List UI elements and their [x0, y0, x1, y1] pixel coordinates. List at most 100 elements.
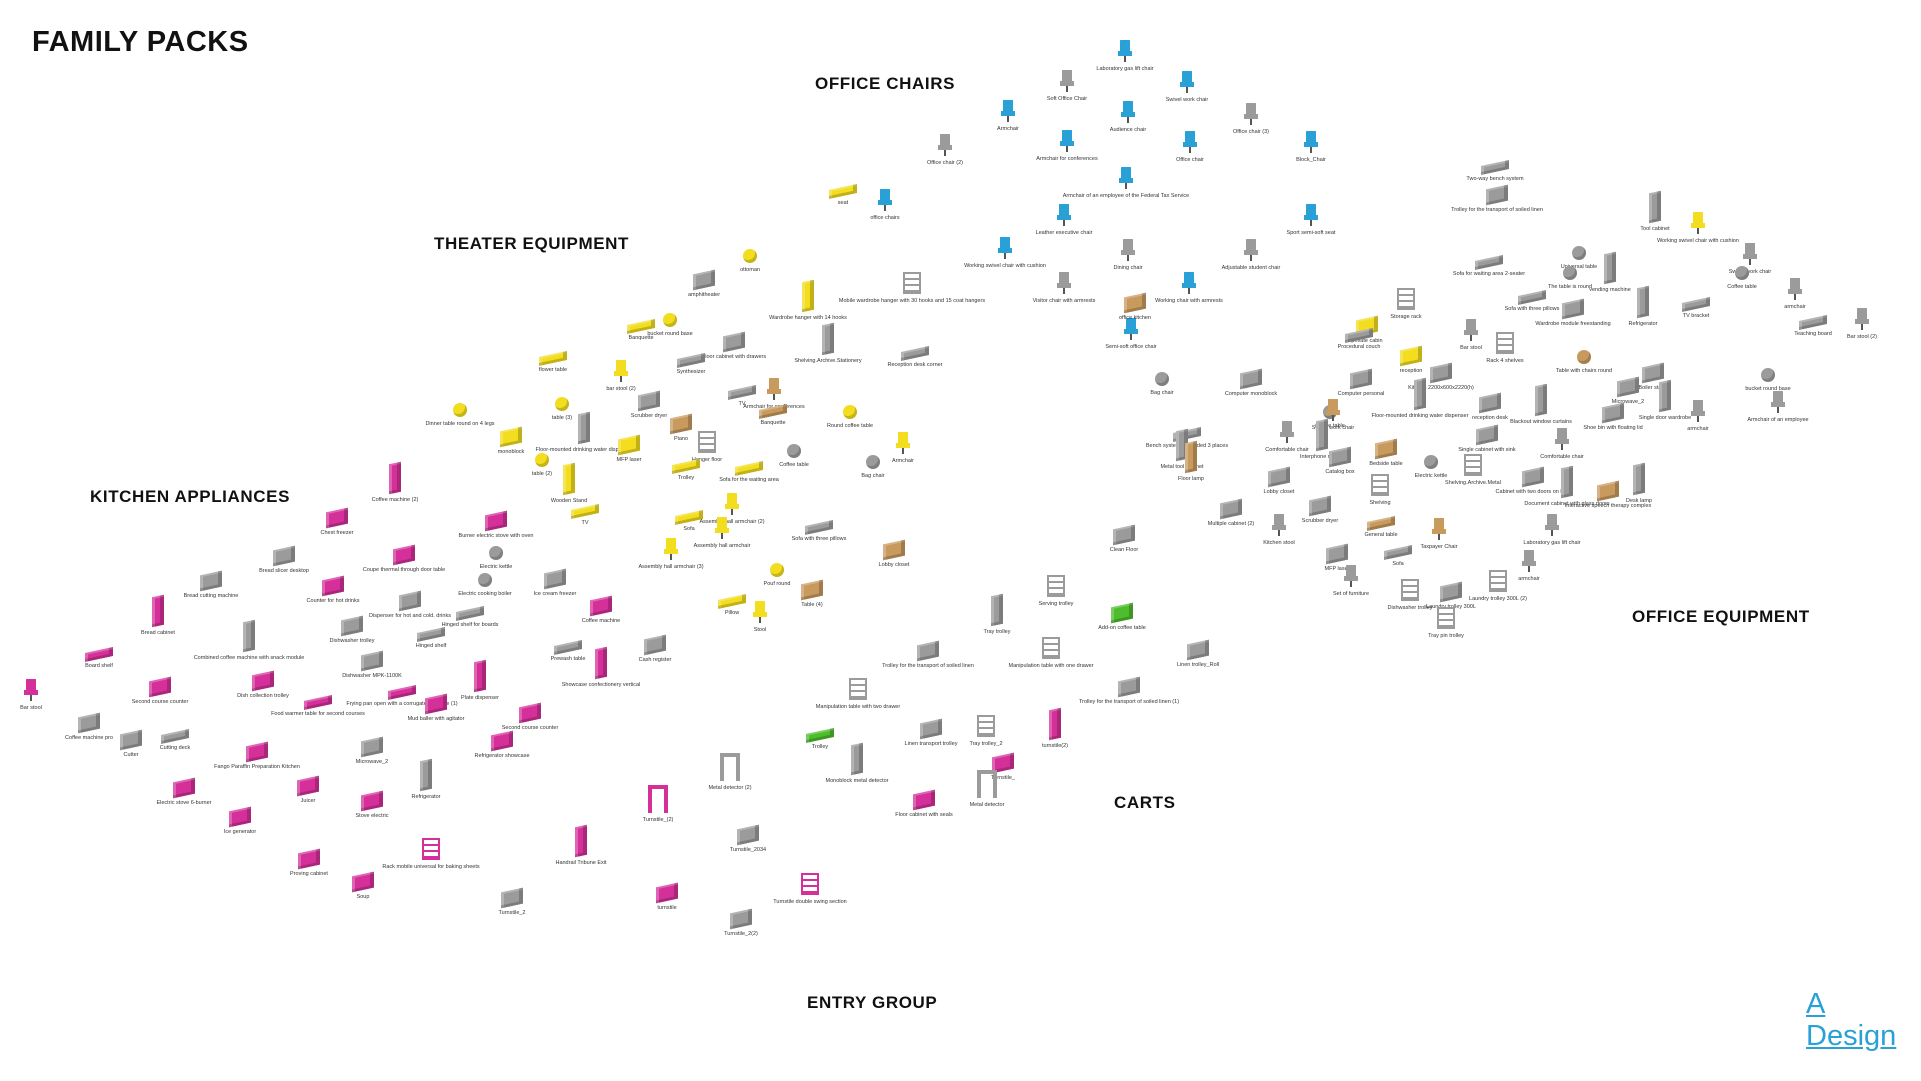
item-label: Electric stove 6-burner: [156, 800, 212, 806]
item-lobby-closet: Lobby closet: [1264, 466, 1294, 495]
item-frying-pan-open-with-a-corrugated-surface-1: Frying pan open with a corrugated surfac…: [346, 685, 458, 707]
item-label: Trolley for the transport of soiled line…: [1451, 207, 1543, 213]
chair-shape: [1244, 103, 1258, 125]
item-label: Office chair: [1176, 157, 1204, 163]
chair-shape: [1244, 239, 1258, 261]
item-label: Stool: [753, 627, 767, 633]
item-dishwasher-mpk-1100k: Dishwasher MPK-1100K: [342, 650, 402, 679]
chair-shape: [1183, 131, 1197, 153]
item-floor-mounted-drinking-water-dispenser: Floor-mounted drinking water dispenser: [536, 411, 632, 453]
item-leather-executive-chair: Leather executive chair: [1036, 204, 1092, 236]
chair-shape: [1060, 130, 1074, 152]
item-label: Prewash table: [550, 656, 586, 662]
box-shape: [917, 640, 939, 662]
item-label: ottoman: [740, 267, 760, 273]
item-cash-register: Cash register: [639, 634, 671, 663]
item-label: Table with chairs round: [1555, 368, 1613, 374]
item-label: Combined coffee machine with snack modul…: [193, 655, 305, 661]
tall-shape: [1659, 379, 1671, 413]
item-label: Blackout window curtains: [1510, 419, 1572, 425]
box-shape: [1375, 438, 1397, 460]
flat-shape: [1518, 290, 1546, 305]
flat-shape: [806, 728, 834, 743]
item-label: Refrigerator showcase: [474, 753, 530, 759]
item-label: flower table: [538, 367, 568, 373]
item-label: Lobby closet: [1263, 489, 1295, 495]
item-label: turnstile: [657, 905, 677, 911]
item-turnstile: Turnstile_: [991, 752, 1015, 781]
item-label: Banquette: [628, 335, 654, 341]
flat-shape: [901, 346, 929, 361]
flat-shape: [672, 459, 700, 474]
item-label: turnstile(2): [1042, 743, 1068, 749]
item-assembly-hall-armchair-3: Assembly hall armchair (3): [638, 538, 704, 570]
item-sofa-for-the-waiting-area: Sofa for the waiting area: [719, 461, 779, 483]
item-label: Linen trolley_Roll: [1176, 662, 1220, 668]
item-swivel-work-chair: Swivel work chair: [1729, 243, 1771, 275]
item-bag-chair: Bag chair: [1150, 372, 1174, 396]
item-proving-cabinet: Proving cabinet: [290, 848, 328, 877]
item-office-kitchen: office kitchen: [1119, 292, 1151, 321]
item-procedural-couch: Procedural couch: [1338, 328, 1380, 350]
box-shape: [491, 730, 513, 752]
chair-shape: [715, 517, 729, 539]
item-label: Electric kettle: [479, 564, 513, 570]
item-linen-trolley-roll: Linen trolley_Roll: [1177, 639, 1219, 668]
item-label: Taxpayer Chair: [1420, 544, 1458, 550]
item-sofa: Sofa: [1384, 545, 1412, 567]
tall-shape: [389, 461, 401, 495]
item-laundry-trolley-300l-2: Laundry trolley 300L (2): [1469, 570, 1527, 602]
tall-shape: [243, 619, 255, 653]
item-cutter: Cutter: [120, 729, 142, 758]
item-label: Comfortable chair: [1265, 447, 1309, 453]
item-label: Bar stool: [20, 705, 42, 711]
chair-shape: [1280, 421, 1294, 443]
item-label: Computer personal: [1337, 391, 1385, 397]
item-label: Dishwasher trolley: [1387, 605, 1433, 611]
item-label: Floor-mounted drinking water dispenser: [535, 447, 633, 453]
item-armchair: Armchair: [997, 100, 1019, 132]
item-refrigerator-showcase: Refrigerator showcase: [474, 730, 530, 759]
rack-shape: [849, 678, 867, 700]
arch-shape: [720, 753, 740, 781]
item-metal-tool-cabinet: Metal tool cabinet: [1160, 428, 1204, 470]
item-turnstile-2: Turnstile_2: [498, 887, 526, 916]
item-manipulation-table-with-two-drawer: Manipulation table with two drawer: [816, 678, 900, 710]
item-label: Shelving.Archive.Stationery: [794, 358, 862, 364]
item-table-2: table (2): [532, 453, 552, 477]
box-shape: [670, 413, 692, 435]
item-bread-cabinet: Bread cabinet: [141, 594, 175, 636]
flat-shape: [829, 184, 857, 199]
item-label: Bread cabinet: [141, 630, 175, 636]
item-label: reception desk: [1472, 415, 1508, 421]
tall-shape: [851, 742, 863, 776]
item-label: Wooden Stand: [550, 498, 588, 504]
item-label: Multiple cabinet (2): [1207, 521, 1255, 527]
item-label: reception: [1399, 368, 1423, 374]
item-floor-mounted-drinking-water-dispenser: Floor-mounted drinking water dispenser: [1372, 377, 1468, 419]
item-tray-trolley: Tray trolley: [984, 593, 1011, 635]
chair-shape: [1344, 565, 1358, 587]
item-juicer: Juicer: [297, 775, 319, 804]
item-electric-kettle: Electric kettle: [1415, 455, 1447, 479]
box-shape: [361, 790, 383, 812]
item-armchair-of-an-employee-of-the-federal-tax-service: Armchair of an employee of the Federal T…: [1063, 167, 1189, 199]
item-dishwasher-trolley: Dishwasher trolley: [330, 615, 374, 644]
item-label: Visitor chair with armrests: [1032, 298, 1096, 304]
box-shape: [393, 544, 415, 566]
item-label: Computer monoblock: [1224, 391, 1278, 397]
box-shape: [1350, 368, 1372, 390]
item-kitchen-stool: Kitchen stool: [1263, 514, 1295, 546]
flat-shape: [1682, 297, 1710, 312]
item-pillow: Pillow: [718, 594, 746, 616]
tall-shape: [1414, 377, 1426, 411]
item-tray-pin-trolley: Tray pin trolley: [1428, 607, 1464, 639]
item-lobby-closet: Lobby closet: [879, 539, 909, 568]
chair-shape: [998, 237, 1012, 259]
item-label: Linen transport trolley: [904, 741, 958, 747]
item-electric-kettle: Electric kettle: [480, 546, 512, 570]
item-label: Burner electric stove with oven: [458, 533, 534, 539]
item-label: Turnstile_(2): [642, 817, 674, 823]
item-wardrobe-module-freestanding: Wardrobe module freestanding: [1535, 298, 1611, 327]
category-entry-group: ENTRY GROUP: [807, 993, 938, 1012]
